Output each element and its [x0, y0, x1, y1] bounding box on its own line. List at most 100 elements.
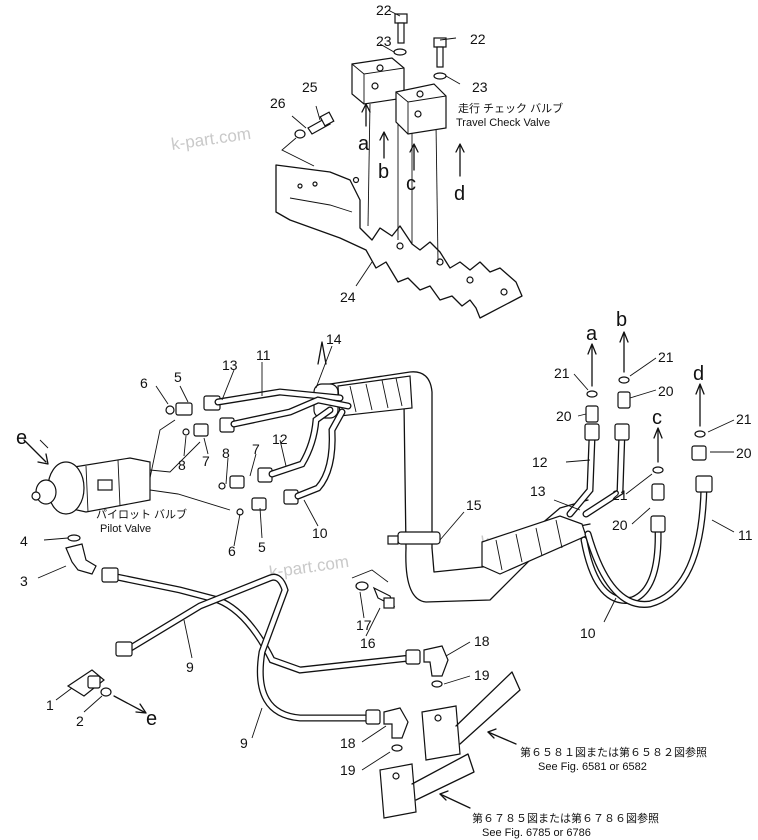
bolt-22b-shank [436, 46, 444, 68]
valve-block-upper-pipe [455, 671, 521, 745]
callout-9b: 9 [240, 735, 248, 751]
callout-4: 4 [20, 533, 28, 549]
pilot-valve-knob [35, 479, 57, 505]
callout-21d: 21 [736, 411, 752, 427]
bolt-16-head [383, 597, 395, 609]
oring-6 [165, 405, 175, 415]
valve-mount-line [367, 103, 371, 227]
arrow-e-bottom-head [135, 703, 147, 714]
oring-8 [182, 428, 190, 436]
callout-8: 8 [178, 457, 186, 473]
hose-9b-end [115, 641, 133, 657]
clamp-15-tab [387, 535, 399, 545]
callout-6b: 6 [228, 543, 236, 559]
block-port [434, 714, 442, 722]
hoses-right [566, 331, 713, 608]
callout-14: 14 [326, 331, 342, 347]
arrow-e-left-head [37, 453, 49, 465]
callout-25: 25 [302, 79, 318, 95]
connection-letters: a b c d a b c d e e [16, 133, 704, 730]
pilot-valve-nameplate [97, 479, 113, 491]
callout-20c: 20 [612, 517, 628, 533]
callout-13b: 13 [530, 483, 546, 499]
oring-21b [618, 376, 630, 384]
arrow-b-top-head [379, 131, 389, 141]
valve-block-lower [379, 763, 417, 819]
ref-fig-6785-en: See Fig. 6785 or 6786 [482, 827, 591, 839]
hose-bundle-lower [481, 515, 587, 575]
travel-check-valve-en: Travel Check Valve [456, 117, 550, 129]
bracket-hole [312, 181, 318, 187]
valve-port [371, 82, 379, 90]
arrow-a-top-head [361, 103, 371, 113]
oring-2 [100, 687, 112, 697]
arrow-e-left [23, 439, 47, 463]
callout-20: 20 [556, 408, 572, 424]
callout-1: 1 [46, 697, 54, 713]
callout-26: 26 [270, 95, 286, 111]
letter-d-top: d [454, 183, 465, 205]
ref-arrow-2 [439, 793, 471, 809]
washer-23b [433, 72, 447, 80]
connector-20b [617, 391, 631, 409]
pilot-fittings [165, 395, 299, 516]
valve-port [376, 64, 384, 72]
hose-end-11 [695, 475, 713, 493]
callout-10: 10 [312, 525, 328, 541]
hose-9-end [101, 567, 119, 583]
washer-26 [294, 129, 306, 139]
frame-upper-outer [329, 371, 433, 549]
letter-e-bottom: e [146, 708, 157, 730]
callout-19b: 19 [340, 762, 356, 778]
callout-9: 9 [186, 659, 194, 675]
callout-16: 16 [360, 635, 376, 651]
elbow-18 [423, 645, 449, 677]
hose-end-13 [614, 423, 630, 441]
leader-lines [37, 9, 735, 771]
bracket-hole [396, 242, 404, 250]
oring-19 [431, 680, 443, 688]
arrow-c-top-head [409, 143, 419, 153]
hose-9b-end-r [365, 709, 381, 725]
ref-fig-6785-jp: 第６７８５図または第６７８６図参照 [472, 811, 659, 825]
pilot-valve-jp: パイロット バルブ [96, 507, 187, 521]
bolt-16-group [351, 569, 396, 609]
bracket-edge [289, 197, 353, 213]
hose-bundle-wrap [349, 377, 403, 413]
ref-arrow-2-head [439, 790, 449, 801]
callout-7: 7 [202, 453, 210, 469]
washer-26-leader [281, 137, 315, 167]
oring-4 [67, 534, 81, 542]
callout-23: 23 [376, 33, 392, 49]
oring-21c [652, 466, 664, 474]
callout-22: 22 [376, 2, 392, 18]
bottom-assembly [23, 439, 521, 819]
elbow-3 [65, 543, 97, 575]
callout-3: 3 [20, 573, 28, 589]
callout-5: 5 [174, 369, 182, 385]
connector-20c [651, 483, 665, 501]
bolt-16-leader [351, 569, 389, 583]
elbow-18b [383, 707, 409, 739]
pilot-valve-leader [149, 441, 231, 511]
callout-19: 19 [474, 667, 490, 683]
bolt-25-head [319, 111, 335, 127]
check-valve-block-2-edge [395, 91, 447, 134]
callout-7b: 7 [252, 441, 260, 457]
callout-10b: 10 [580, 625, 596, 641]
hose-end-12 [584, 423, 600, 441]
fitting-7b [229, 475, 245, 489]
pipe-frame [313, 341, 591, 603]
callout-18b: 18 [340, 735, 356, 751]
oring-21a [586, 390, 598, 398]
callout-12: 12 [272, 431, 288, 447]
check-valve-block-1-edge [351, 63, 405, 104]
arrow-c-right-head [653, 427, 663, 439]
arrow-d-top-head [455, 143, 465, 153]
clamp-15 [397, 531, 441, 545]
callout-6: 6 [140, 375, 148, 391]
fitting-5 [175, 402, 193, 416]
callout-24: 24 [340, 289, 356, 305]
letter-a-right: a [586, 323, 598, 345]
bracket-24 [275, 164, 523, 319]
